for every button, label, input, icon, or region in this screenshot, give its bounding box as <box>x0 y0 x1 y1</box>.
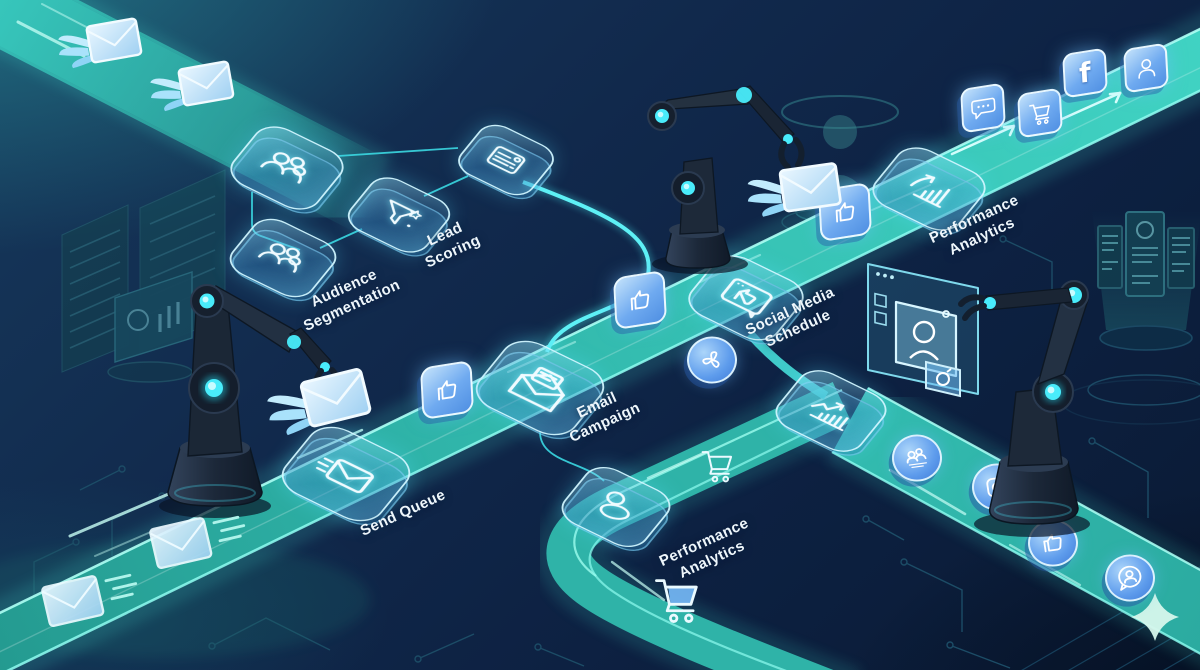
node-performance-analytics-bottom <box>553 457 679 558</box>
node-face <box>450 118 562 202</box>
facebook-icon: f <box>1078 56 1092 90</box>
cart-icon <box>1028 104 1050 125</box>
cart-icon <box>701 451 733 483</box>
users-group-icon <box>257 243 301 273</box>
server-towers-hologram <box>61 169 226 383</box>
envelope-icon <box>149 515 246 570</box>
user-icon <box>1137 58 1155 79</box>
thumbs-up-chip <box>419 359 475 421</box>
chat-user-icon <box>1118 565 1142 591</box>
envelope-icon <box>41 573 138 628</box>
thumbs-up-chip <box>612 269 668 331</box>
node-face <box>553 460 679 554</box>
trend-chart-icon <box>809 401 849 431</box>
instagram-coin <box>968 460 1026 514</box>
social-belt <box>826 377 1200 667</box>
chat-user-coin <box>1101 551 1159 605</box>
users-group-icon <box>260 152 307 184</box>
instagram-icon <box>986 476 1008 498</box>
chat-bubble-chip <box>960 82 1006 134</box>
profile-card <box>894 300 958 378</box>
winged-envelope-icon <box>747 162 842 217</box>
winged-envelope-icon <box>150 60 235 112</box>
node-analytics-junction <box>766 360 896 463</box>
label-performance-analytics-bottom: Performance Analytics <box>656 514 759 589</box>
thumbs-up-coin <box>1024 516 1082 570</box>
thumbs-up-icon <box>1043 533 1062 553</box>
node-face <box>221 119 353 217</box>
user-profile-icon <box>599 491 630 521</box>
cart-chip <box>1017 87 1063 139</box>
document-icon <box>486 146 526 174</box>
speeding-envelope-icon <box>315 457 374 493</box>
user-chip <box>1123 42 1169 94</box>
team-icon <box>906 448 927 469</box>
chat-dots-icon <box>970 97 996 120</box>
winged-envelope-icon <box>267 368 372 436</box>
thumbs-up-icon <box>437 380 456 401</box>
node-contact-card <box>450 116 562 205</box>
badge-card <box>925 360 961 398</box>
profile-window <box>867 263 979 398</box>
thumbs-up-icon <box>630 290 649 311</box>
node-audience-group-top <box>221 116 353 221</box>
fan-icon <box>702 351 720 368</box>
winged-envelope-icon <box>58 17 143 69</box>
node-face <box>766 363 896 459</box>
team-coin <box>888 431 946 485</box>
profiles-hologram <box>1061 210 1200 425</box>
facebook-chip: f <box>1062 47 1108 99</box>
bar-chart-arrow-icon <box>909 174 951 208</box>
